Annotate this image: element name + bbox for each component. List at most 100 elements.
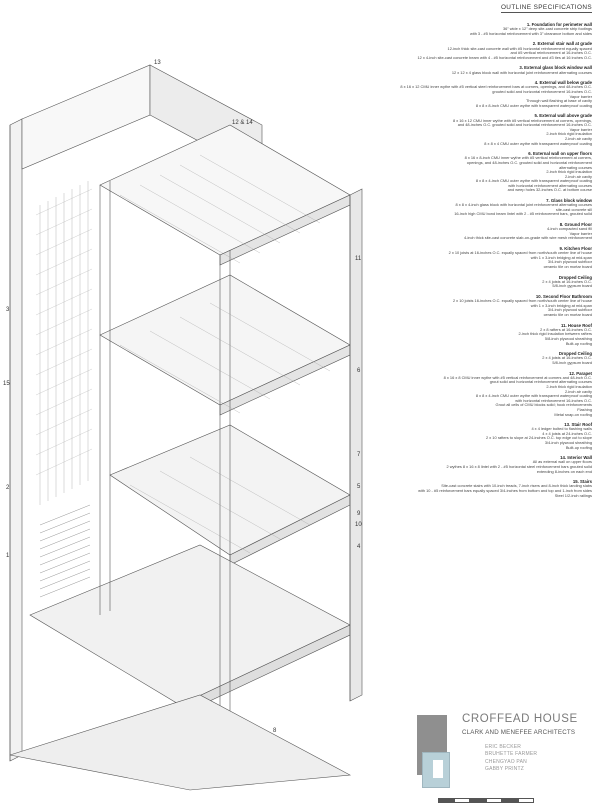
spec-title: 15. Stairs bbox=[572, 479, 592, 485]
author: GABBY PRINTZ bbox=[485, 766, 524, 773]
spec-line: 8 x 8 x 4-inch CMU outer wythe with tran… bbox=[475, 393, 592, 399]
spec-line: Vapor barrier bbox=[569, 230, 592, 236]
spec-line: 3/4-inch plywood subfloor bbox=[547, 307, 592, 313]
callout-4: 4 bbox=[357, 544, 361, 550]
spec-line: ceramic tile on mortar board bbox=[543, 264, 592, 270]
spec-title: 12. Parapet bbox=[569, 370, 592, 376]
spec-title: 4. External wall below grade bbox=[534, 80, 592, 86]
spec-line: 8 x 8 x 4-inch CMU outer wythe with tran… bbox=[475, 178, 592, 184]
front-right-wall bbox=[349, 188, 363, 702]
spec-line: Built-up roofing bbox=[565, 444, 592, 450]
spec-line: Vapor barrier bbox=[569, 93, 592, 99]
spec-line: 12-inch thick site-cast concrete wall wi… bbox=[447, 45, 592, 51]
spec-line: 2-inch thick rigid insulation bbox=[546, 131, 592, 137]
callout-6: 6 bbox=[357, 368, 361, 374]
spec-line: 3/4-inch plywood subfloor bbox=[547, 259, 592, 265]
logo-block-white bbox=[433, 760, 443, 778]
spec-title: 14. Interior Wall bbox=[560, 455, 592, 461]
architects-name: CLARK AND MENEFEE ARCHITECTS bbox=[462, 729, 576, 736]
spec-title: 6. External wall on upper floors bbox=[528, 151, 592, 157]
spec-line: 8 x 16 x 8-inch CMU inner wythe with #5 … bbox=[464, 155, 592, 161]
isometric-section-drawing bbox=[9, 64, 363, 791]
spec-line: alternating courses bbox=[559, 164, 592, 170]
author: BRUHETTE FARMER bbox=[485, 751, 538, 758]
spec-line: All as external wall on upper floors bbox=[532, 459, 592, 465]
spec-title: 13. Stair Roof bbox=[564, 422, 592, 428]
callout-3: 3 bbox=[6, 307, 10, 313]
callout-7: 7 bbox=[357, 452, 361, 458]
project-title: CROFFEAD HOUSE bbox=[462, 713, 578, 725]
spec-line: grouted solid and horizontal reinforceme… bbox=[492, 88, 592, 94]
callout-5: 5 bbox=[357, 484, 361, 490]
spec-line: 12 x 4-inch site-cast concrete beam with… bbox=[417, 54, 592, 60]
callout-11: 11 bbox=[355, 256, 362, 262]
spec-line: 5/8-inch gypsum board bbox=[552, 359, 592, 365]
spec-line: 2 x 10 joists 16-inches O.C. equally spa… bbox=[452, 298, 592, 304]
spec-line: site-cast concrete sill bbox=[555, 206, 592, 212]
spec-line: Built-up roofing bbox=[565, 340, 592, 346]
callout-2: 2 bbox=[6, 485, 10, 491]
title-block: CROFFEAD HOUSE CLARK AND MENEFEE ARCHITE… bbox=[405, 712, 595, 800]
spec-title: 3. External glass block window wall bbox=[519, 65, 592, 71]
spec-line: 2 x 8 rafters at 16-inches O.C. bbox=[540, 326, 592, 332]
spec-line: with 10 - #5 reinforcement bars equally … bbox=[418, 488, 592, 494]
spec-line: Flashing bbox=[577, 406, 592, 412]
author: ERIC BECKER bbox=[485, 744, 522, 750]
spec-title: 1. Foundation for perimeter wall bbox=[526, 22, 592, 27]
spec-line: 8 x 8 x 4-inch glass block with horizont… bbox=[455, 202, 592, 208]
spec-line: 2-inch thick rigid insulation between ra… bbox=[518, 331, 592, 337]
spec-title: 8. Ground Floor bbox=[559, 222, 592, 228]
spec-title: 10. Second Floor Bathroom bbox=[535, 294, 592, 299]
spec-title: 5. External wall above grade bbox=[534, 113, 592, 119]
spec-line: 36" wide x 12" deep site-cast concrete s… bbox=[502, 26, 592, 32]
spec-line: 4-inch thick site-cast concrete slab-on-… bbox=[463, 235, 592, 241]
spec-line: and 48-inches O.C. grouted solid and hor… bbox=[457, 122, 592, 128]
spec-line: 2 wythes 8 x 16 x 8 lintel with 2 - #5 h… bbox=[446, 464, 592, 470]
spec-line: 8 x 16 x 12 CMU inner wythe with #5 vert… bbox=[400, 84, 592, 90]
authors-list: ERIC BECKER BRUHETTE FARMER CHENGYAO PAN… bbox=[485, 744, 537, 774]
spec-title: 9. Kitchen Floor bbox=[559, 246, 592, 252]
stair-tower bbox=[21, 64, 151, 170]
page-title: OUTLINE SPECIFICATIONS bbox=[500, 4, 592, 13]
spec-line: openings, and 48-inches O.C. grouted sol… bbox=[466, 159, 592, 165]
callout-15: 15 bbox=[3, 381, 10, 387]
callout-8: 8 bbox=[273, 728, 277, 734]
spec-title: 11. House Roof bbox=[560, 322, 592, 328]
spec-line: 2 x 4 joists at 16-inches O.C. bbox=[542, 278, 592, 284]
upper-floor-slab bbox=[99, 274, 351, 406]
spec-line: with horizontal reinforcement alternatin… bbox=[508, 182, 592, 188]
foundation bbox=[9, 694, 352, 791]
spec-line: 2 x 10 joists at 16-inches O.C. equally … bbox=[448, 250, 592, 256]
spec-line: 2-inch air cavity bbox=[564, 173, 592, 179]
spec-line: grout solid and horizontal reinforcement… bbox=[489, 379, 592, 385]
spec-title: Dropped Ceiling bbox=[558, 274, 592, 280]
spec-line: 4 x 4 ledger bolted to flashing walls bbox=[531, 426, 592, 432]
spec-line: with 1 x 3-inch bridging at mid-span bbox=[530, 302, 592, 308]
spec-line: 8 x 8 x 4 CMU outer wythe with transpare… bbox=[484, 140, 592, 146]
spec-line: 8 x 16 x 8 CMU inner wythe with #5 verti… bbox=[443, 374, 592, 380]
spec-line: ceramic tile on mortar board bbox=[543, 311, 592, 317]
spec-line: 3/4-inch plywood sheathing bbox=[544, 440, 592, 446]
spec-line: Metal snap-on roofing bbox=[554, 411, 592, 417]
callout-13: 13 bbox=[154, 60, 161, 66]
callout-1: 1 bbox=[6, 553, 10, 559]
spec-line: 16-inch high CMU bond beam lintel with 2… bbox=[454, 211, 592, 217]
spec-title: Dropped Ceiling bbox=[558, 351, 592, 357]
spec-line: Steel 1/2-inch railings bbox=[554, 492, 592, 498]
left-wall bbox=[9, 118, 23, 762]
